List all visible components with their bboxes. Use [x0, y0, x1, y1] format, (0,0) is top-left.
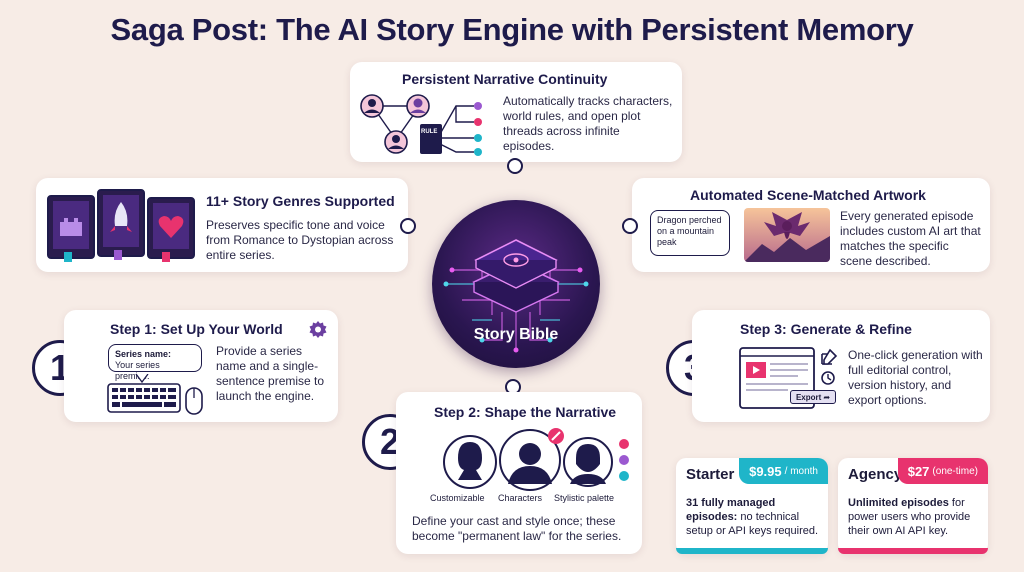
- series-input[interactable]: Series name: Your series premise.: [108, 344, 202, 381]
- art-prompt-text: Dragon perched on a mountain peak: [657, 215, 722, 247]
- plan-agency-period: (one-time): [932, 465, 978, 477]
- plan-agency[interactable]: Agency $27 (one-time) Unlimited episodes…: [838, 458, 988, 554]
- connector-right: [622, 218, 638, 234]
- genres-card: 11+ Story Genres Supported Preserves spe…: [36, 178, 408, 272]
- step2-title: Step 2: Shape the Narrative: [434, 404, 617, 420]
- step1-title: Step 1: Set Up Your World: [110, 321, 283, 337]
- series-input-label: Series name:: [115, 349, 172, 359]
- story-bible-icon: [443, 239, 589, 353]
- step2-text: Define your cast and style once; these b…: [412, 514, 622, 543]
- character-network-icon: [360, 94, 482, 156]
- artwork-title: Automated Scene-Matched Artwork: [690, 187, 926, 203]
- plan-agency-strip: [838, 548, 988, 554]
- page-title: Saga Post: The AI Story Engine with Pers…: [110, 12, 914, 47]
- plan-starter-desc: 31 fully managed episodes: no technical …: [686, 496, 826, 538]
- dragon-artwork-image: [744, 208, 830, 262]
- artwork-card: Automated Scene-Matched Artwork Dragon p…: [632, 178, 990, 272]
- connector-left: [400, 218, 416, 234]
- character-avatars-icon: [443, 428, 629, 491]
- gear-icon[interactable]: [308, 320, 328, 340]
- rule-book-label: RULE: [421, 129, 438, 135]
- plan-agency-desc-bold: Unlimited episodes: [848, 497, 949, 509]
- plan-agency-price-badge: $27 (one-time): [897, 458, 988, 484]
- hub-label: Story Bible: [473, 326, 559, 343]
- plan-starter-price: $9.95: [749, 463, 782, 479]
- plan-starter-strip: [676, 548, 828, 554]
- plan-agency-name: Agency: [848, 466, 903, 483]
- step3-card: Step 3: Generate & Refine Export ➦ One-c…: [692, 310, 990, 422]
- step1-card: Step 1: Set Up Your World Series name: Y…: [64, 310, 338, 422]
- export-button[interactable]: Export ➦: [790, 390, 836, 404]
- story-bible-hub: Story Bible: [432, 200, 600, 368]
- continuity-title: Persistent Narrative Continuity: [402, 71, 608, 87]
- step1-text: Provide a series name and a single-sente…: [216, 344, 325, 403]
- art-prompt-box: Dragon perched on a mountain peak: [650, 210, 730, 256]
- plan-starter-desc-text: no technical setup or API keys required.: [686, 511, 819, 537]
- continuity-card: Persistent Narrative Continuity RULE Aut…: [350, 62, 682, 162]
- avatar-label-characters: Characters: [498, 493, 543, 503]
- plan-starter-name: Starter: [686, 466, 735, 483]
- continuity-text: Automatically tracks characters, world r…: [503, 94, 673, 153]
- plan-agency-price: $27: [907, 463, 930, 479]
- avatar-label-palette: Stylistic palette: [554, 493, 615, 503]
- export-button-label: Export: [795, 392, 822, 402]
- artwork-text: Every generated episode includes custom …: [840, 209, 981, 268]
- plan-starter-period: / month: [784, 465, 818, 477]
- step3-title: Step 3: Generate & Refine: [740, 321, 912, 337]
- genre-books-icon: [47, 189, 195, 262]
- plan-starter[interactable]: Starter $9.95 / month 31 fully managed e…: [676, 458, 828, 554]
- step2-card: Step 2: Shape the Narrative Customizable…: [396, 392, 642, 554]
- plan-starter-desc-bold: 31 fully managed episodes:: [686, 497, 776, 523]
- export-arrow-icon: ➦: [823, 392, 831, 402]
- connector-top: [507, 158, 523, 174]
- genres-text: Preserves specific tone and voice from R…: [206, 218, 394, 262]
- series-input-placeholder: Your series premise.: [115, 360, 160, 381]
- step3-text: One-click generation with full editorial…: [848, 348, 983, 407]
- plan-agency-desc: Unlimited episodes for power users who p…: [848, 496, 984, 538]
- plan-starter-price-badge: $9.95 / month: [739, 458, 828, 484]
- plan-agency-desc-text: for power users who provide their own AI…: [848, 497, 971, 537]
- genres-title: 11+ Story Genres Supported: [206, 193, 395, 209]
- avatar-label-customizable: Customizable: [430, 493, 485, 503]
- keyboard-mouse-icon: [107, 374, 203, 415]
